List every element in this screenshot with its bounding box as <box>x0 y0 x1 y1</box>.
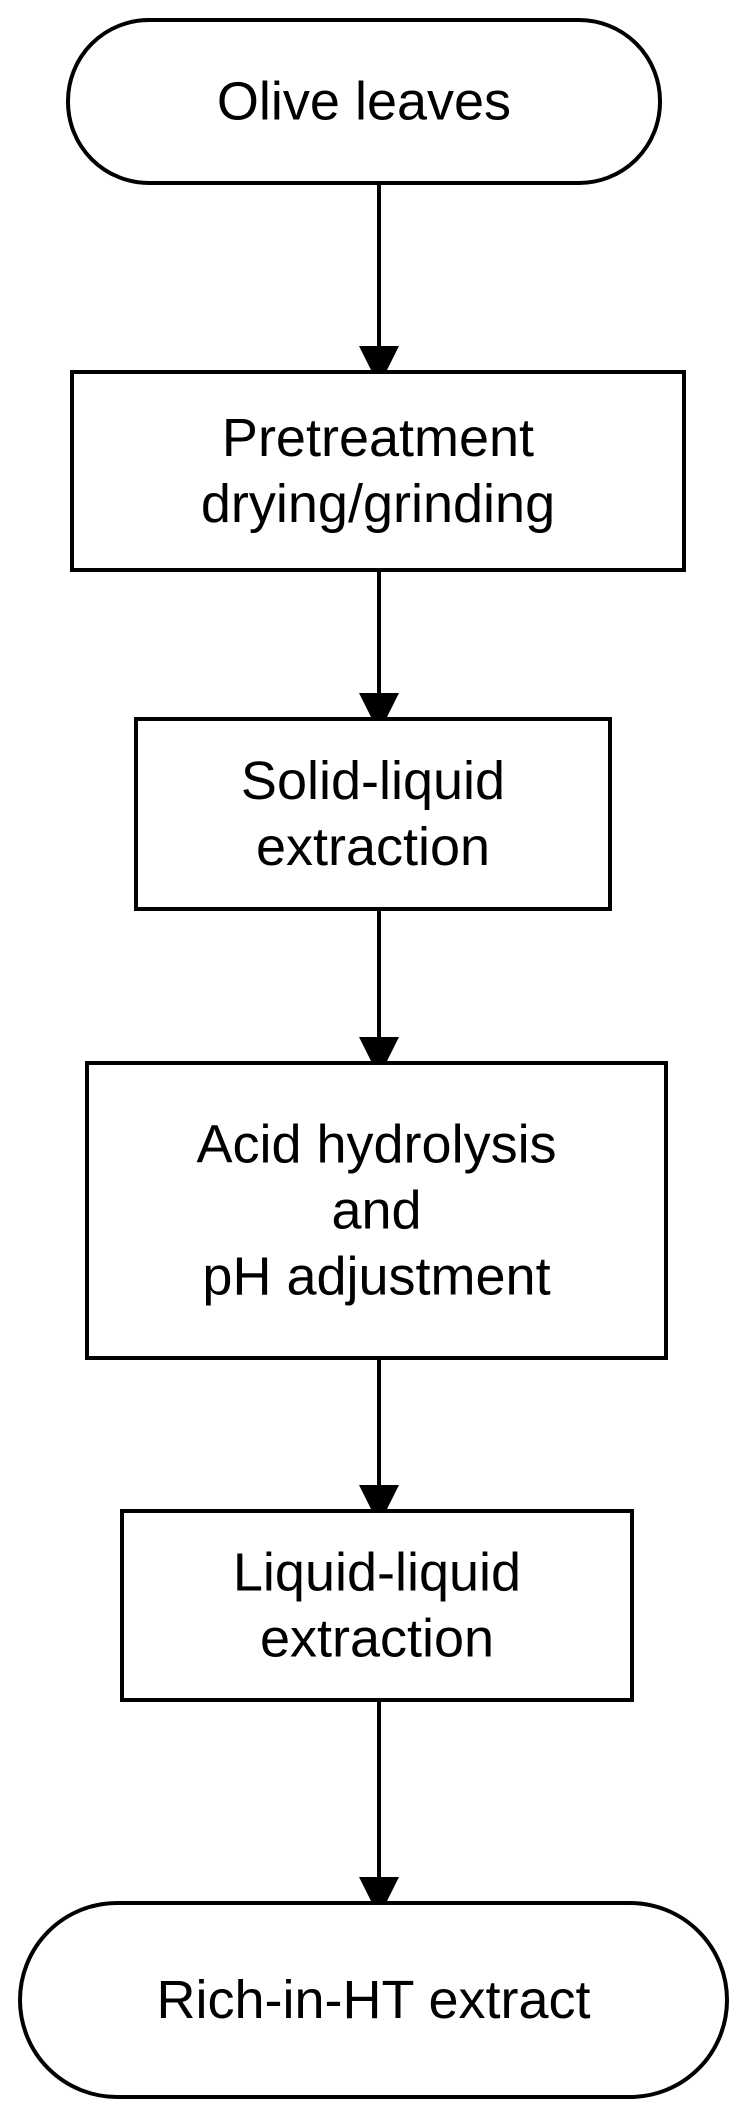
node-label-line: Olive leaves <box>217 72 511 132</box>
node-label-line: pH adjustment <box>202 1247 550 1307</box>
nodes-layer: Olive leavesPretreatmentdrying/grindingS… <box>18 18 729 2099</box>
terminal-shape <box>18 1901 729 2099</box>
process-box <box>70 370 686 572</box>
node-label-line: extraction <box>256 817 490 877</box>
node-label-line: Liquid-liquid <box>233 1543 521 1603</box>
terminal-shape <box>66 18 662 185</box>
node-label-line: drying/grinding <box>201 474 555 534</box>
node-label-line: Acid hydrolysis <box>196 1115 556 1175</box>
node-label-line: Rich-in-HT extract <box>156 1970 590 2030</box>
process-box <box>120 1509 634 1702</box>
process-box <box>85 1061 668 1360</box>
node-label-line: extraction <box>260 1609 494 1669</box>
node-end: Rich-in-HT extract <box>18 1901 729 2099</box>
node-start: Olive leaves <box>66 18 662 185</box>
node-label-line: Solid-liquid <box>241 751 505 811</box>
node-label-line: and <box>331 1181 421 1241</box>
node-label-line: Pretreatment <box>222 408 534 468</box>
process-box <box>134 717 612 911</box>
